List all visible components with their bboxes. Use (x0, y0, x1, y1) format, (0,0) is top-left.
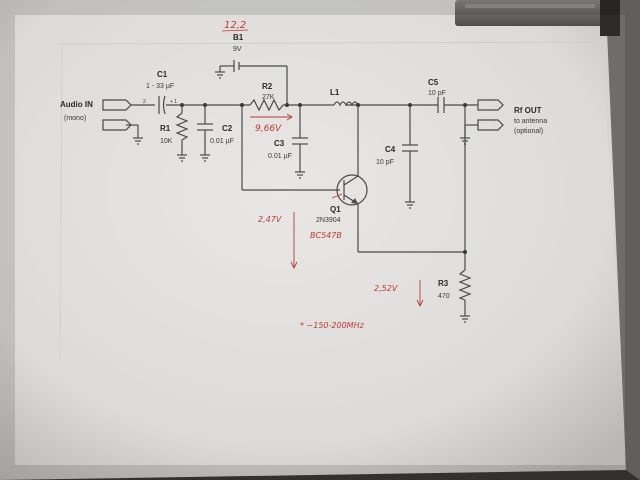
rf-out-label: Rf OUT (514, 106, 542, 115)
optional-label: (optional) (514, 128, 543, 135)
circuit-wires (102, 60, 504, 316)
c5-name: C5 (428, 78, 439, 87)
c2-value: 0.01 µF (210, 138, 234, 145)
note-transistor-substitute: BC547B (310, 231, 342, 240)
c4-value: 10 pF (376, 159, 394, 166)
q1-part: 2N3904 (316, 217, 341, 224)
c2-name: C2 (222, 124, 233, 133)
c5-value: 10 pF (428, 90, 446, 97)
note-battery-voltage: 12,2 (224, 20, 246, 31)
paper-sheet (0, 0, 626, 480)
c1-name: C1 (157, 70, 168, 79)
ground-symbols (133, 71, 470, 323)
audio-in-label: Audio IN (60, 100, 93, 109)
note-frequency: * ~150-200MHz (300, 321, 365, 330)
c1-pin2: 2 (143, 99, 146, 105)
c1-pin1: + 1 (170, 99, 177, 105)
note-r2-voltage: 9,66V (255, 124, 282, 134)
r1-name: R1 (160, 124, 171, 133)
note-base-voltage: 2,47V (258, 215, 282, 224)
c3-name: C3 (274, 139, 285, 148)
q1-name: Q1 (330, 205, 341, 214)
r2-value: 27K (262, 94, 275, 101)
r1-value: 10K (160, 138, 173, 145)
r3-name: R3 (438, 279, 449, 288)
b1-value: 9V (233, 46, 242, 53)
c3-value: 0.01 µF (268, 153, 292, 160)
l1-name: L1 (330, 88, 340, 97)
r3-value: 470 (438, 293, 450, 300)
c4-name: C4 (385, 145, 396, 154)
r2-name: R2 (262, 82, 273, 91)
binder-clip (455, 0, 620, 36)
junction-dots (180, 103, 467, 254)
mono-label: (mono) (64, 115, 86, 122)
b1-name: B1 (233, 33, 244, 42)
to-antenna-label: to antenna (514, 118, 547, 125)
note-emitter-voltage: 2,52V (374, 284, 398, 293)
c1-value: 1 - 33 µF (146, 83, 174, 90)
